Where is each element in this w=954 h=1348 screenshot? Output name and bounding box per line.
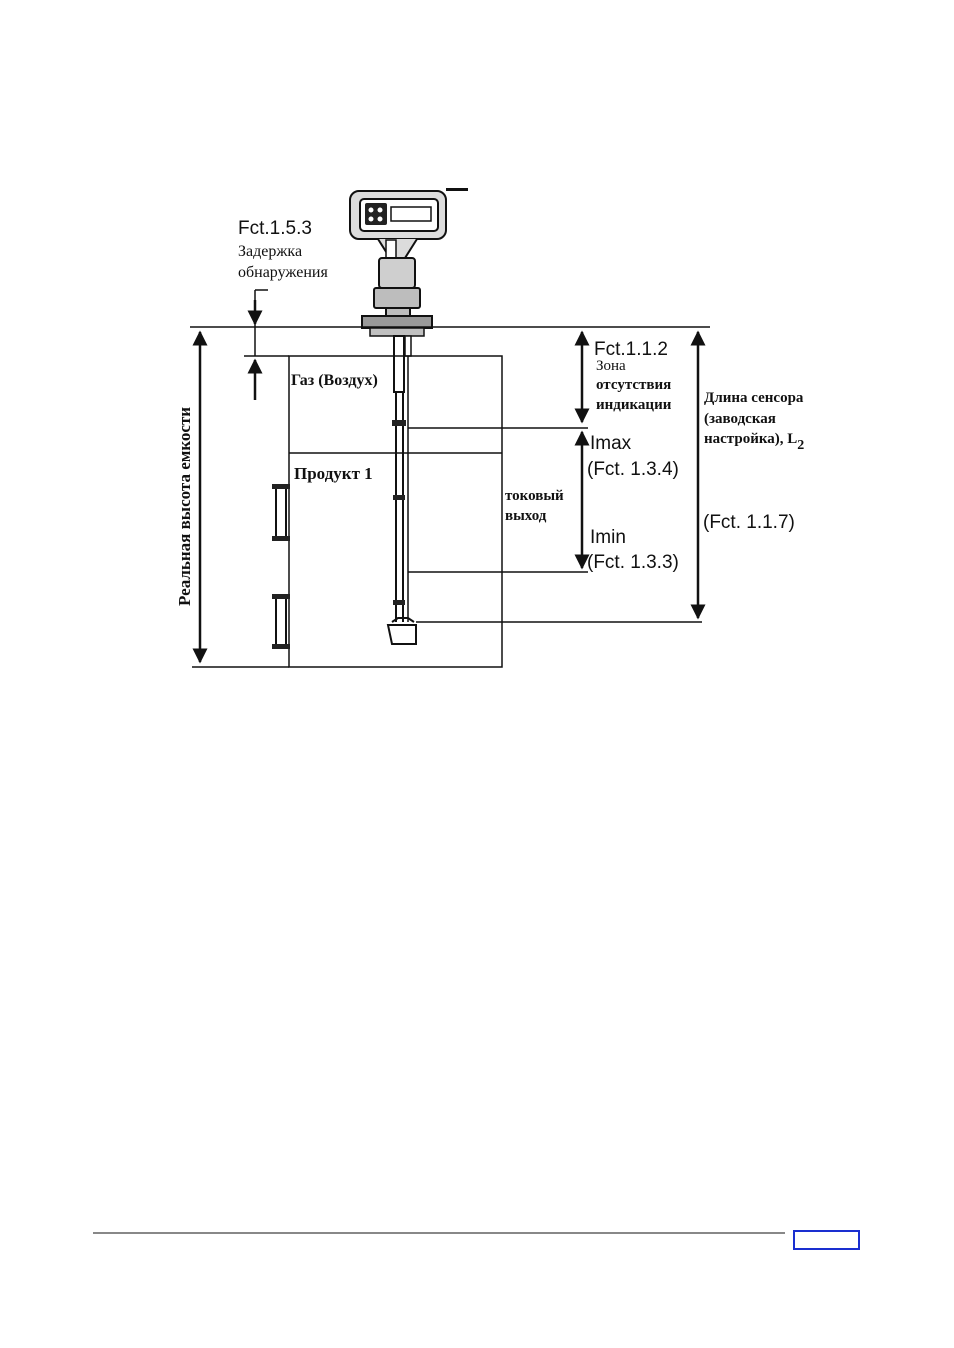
- fct-133-label: (Fct. 1.3.3): [587, 552, 679, 573]
- transmitter-head: [350, 188, 468, 258]
- fct-134-label: (Fct. 1.3.4): [587, 459, 679, 480]
- side-nozzle-lower: [272, 594, 290, 649]
- detection-delay-label-2: обнаружения: [238, 264, 328, 281]
- sensor-length-label-3: настройка), L2: [704, 431, 804, 453]
- sensor-length-label-2: (заводская: [704, 411, 776, 427]
- dead-zone-label-1: Зона: [596, 358, 626, 374]
- fct-153-label: Fct.1.5.3: [238, 218, 312, 239]
- current-output-label-1: токовый: [505, 488, 564, 504]
- current-output-label-2: выход: [505, 508, 547, 524]
- gas-label: Газ (Воздух): [291, 372, 378, 389]
- fct-117-label: (Fct. 1.1.7): [703, 512, 795, 533]
- probe-cable: [388, 336, 416, 644]
- detection-delay-label-1: Задержка: [238, 243, 302, 260]
- page-number-box: [793, 1230, 860, 1250]
- footer-rule: [93, 1232, 785, 1234]
- sensor-length-label-3-text: настройка), L: [704, 431, 797, 447]
- fct-112-label: Fct.1.1.2: [594, 339, 668, 360]
- tank-height-label: Реальная высота емкости: [175, 407, 194, 606]
- sensor-length-subscript: 2: [797, 438, 804, 453]
- sensor-length-label-1: Длина сенсора: [704, 390, 804, 406]
- product-label: Продукт 1: [294, 464, 373, 483]
- transmitter-neck: [362, 258, 432, 336]
- imin-label: Imin: [590, 527, 626, 548]
- imax-label: Imax: [590, 433, 632, 454]
- dead-zone-label-2: отсутствия: [596, 377, 671, 393]
- side-nozzle-upper: [272, 484, 290, 541]
- dead-zone-label-3: индикации: [596, 397, 672, 413]
